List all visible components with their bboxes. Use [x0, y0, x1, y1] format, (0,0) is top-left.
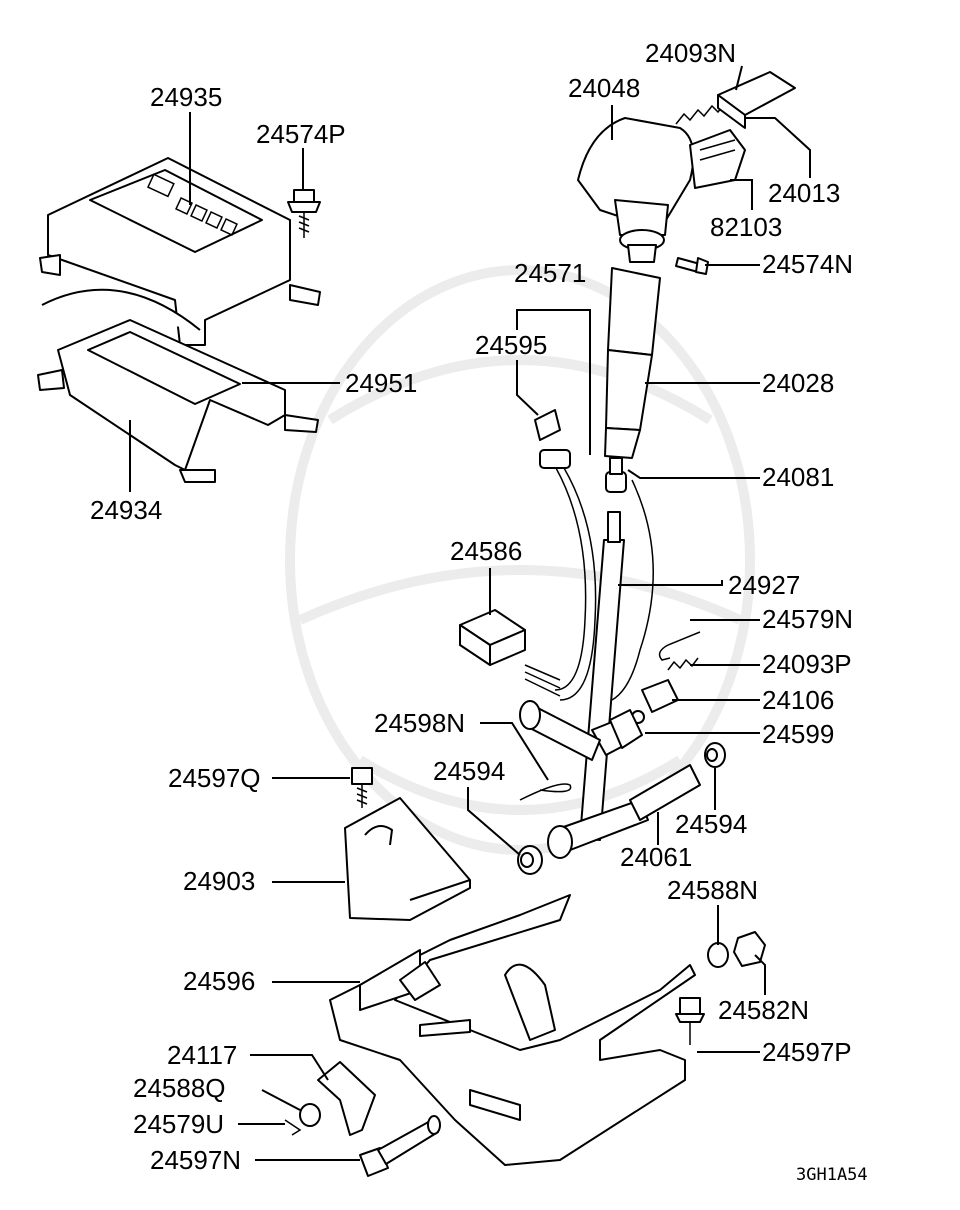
pipe-24061 — [519, 700, 701, 859]
harness-24571 — [534, 409, 654, 701]
label-24599: 24599 — [762, 719, 834, 749]
label-24106: 24106 — [762, 685, 834, 715]
pin-24106-icon — [641, 679, 679, 713]
label-24081: 24081 — [762, 462, 834, 492]
leader-lines — [129, 65, 811, 1161]
connector-82103-icon — [689, 129, 746, 189]
label-24028: 24028 — [762, 368, 834, 398]
label-24934: 24934 — [90, 495, 162, 525]
bracket-24903 — [344, 797, 471, 921]
bolt-24597Q-icon — [351, 767, 373, 808]
label-24951: 24951 — [345, 368, 417, 398]
label-24574P: 24574P — [256, 119, 346, 149]
label-24048: 24048 — [568, 73, 640, 103]
bushing-24594-right-icon — [704, 742, 726, 768]
label-24061: 24061 — [620, 842, 692, 872]
screw-24574N-icon — [675, 257, 709, 275]
label-24586: 24586 — [450, 536, 522, 566]
stopper-24081-icon — [605, 457, 627, 493]
label-24598N: 24598N — [374, 708, 465, 738]
label-24595: 24595 — [475, 330, 547, 360]
label-24093N: 24093N — [645, 38, 736, 68]
label-24579N: 24579N — [762, 604, 853, 634]
label-24927: 24927 — [728, 570, 800, 600]
switch-24013-icon — [717, 71, 796, 129]
screw-24574P-icon — [287, 189, 321, 238]
console-lower-24951 — [37, 319, 319, 483]
label-24588Q: 24588Q — [133, 1073, 226, 1103]
bolt-24597N-icon — [359, 1115, 441, 1177]
label-24571: 24571 — [514, 258, 586, 288]
lever-boot-24028 — [604, 267, 661, 459]
nut-24588N-icon — [707, 942, 729, 968]
base-bracket-24596 — [329, 894, 696, 1166]
pin-24579U-icon — [284, 1119, 302, 1136]
label-82103: 82103 — [710, 212, 782, 242]
label-24903: 24903 — [183, 866, 255, 896]
watermark-emblem — [285, 265, 755, 855]
label-24093P: 24093P — [762, 649, 852, 679]
spring-24093N-icon — [675, 101, 727, 125]
label-24597Q: 24597Q — [168, 763, 261, 793]
connector-24586-icon — [459, 609, 561, 697]
bolt-24597P-icon — [675, 997, 705, 1045]
label-24574N: 24574N — [762, 249, 853, 279]
diagram-code: 3GH1A54 — [796, 1165, 868, 1185]
washer-24588Q-icon — [299, 1103, 321, 1127]
label-24117: 24117 — [167, 1040, 237, 1070]
label-24596: 24596 — [183, 966, 255, 996]
clip-24579N-icon — [658, 631, 701, 661]
label-24594-left: 24594 — [433, 756, 505, 786]
label-24588N: 24588N — [667, 875, 758, 905]
label-24597N: 24597N — [150, 1145, 241, 1175]
label-24013: 24013 — [768, 178, 840, 208]
label-24594-right: 24594 — [675, 809, 747, 839]
shift-knob-24048 — [577, 117, 695, 263]
bushing-24594-left-icon — [517, 845, 543, 875]
part-labels: 24935 24574P 24951 24934 24093N 24048 24… — [90, 38, 868, 1185]
label-24935: 24935 — [150, 82, 222, 112]
band-24598N-icon — [519, 783, 572, 801]
lever-24117-icon — [317, 1061, 376, 1136]
label-24579U: 24579U — [133, 1109, 224, 1139]
label-24582N: 24582N — [718, 995, 809, 1025]
console-cover-24935 — [39, 157, 321, 346]
label-24597P: 24597P — [762, 1037, 852, 1067]
